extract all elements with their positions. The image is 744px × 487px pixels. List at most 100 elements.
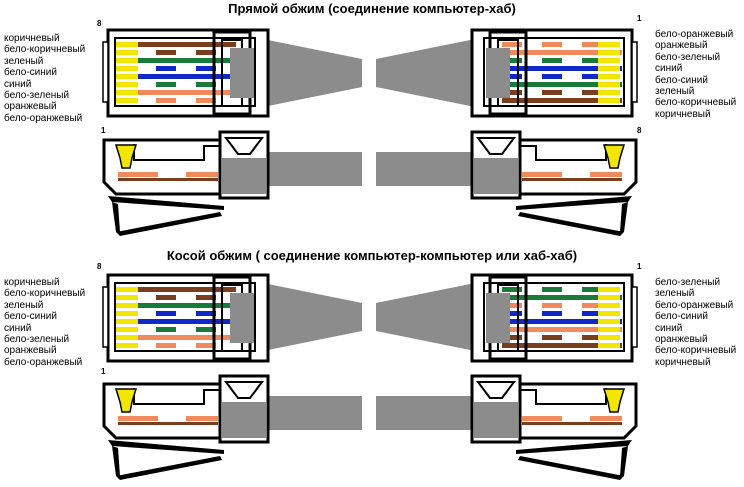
pin-number: 8 <box>97 19 102 28</box>
latch-spring <box>112 202 120 232</box>
side-cable-left <box>262 152 362 186</box>
side-wire-stripe <box>562 416 590 421</box>
wire-label: коричневый <box>4 33 60 44</box>
wire-segment <box>502 343 622 348</box>
wire-white-brown <box>116 50 236 55</box>
wire-white-brown <box>502 335 622 340</box>
wire-stripe <box>156 295 176 300</box>
cable-jacket-right <box>376 282 480 352</box>
pin-number: 8 <box>97 262 102 271</box>
wire-white-orange <box>502 303 622 308</box>
wire-label: бело-синий <box>655 74 708 86</box>
wire-segment <box>502 319 622 324</box>
wire-contact <box>598 303 620 308</box>
wire-contact <box>598 311 620 316</box>
latch-tab <box>631 41 638 103</box>
wire-label: коричневый <box>4 277 60 288</box>
wire-stripe <box>156 50 176 55</box>
wire-white-orange <box>116 343 236 348</box>
wire-contact <box>598 74 620 79</box>
latch-tab <box>631 286 638 348</box>
latch-spring <box>620 202 628 232</box>
latch-spring <box>112 446 120 476</box>
wire-stripe <box>502 74 522 79</box>
wire-white-brown <box>502 90 622 95</box>
wire-label: бело-коричневый <box>4 44 86 56</box>
wire-white-orange <box>116 98 236 103</box>
side-wire-stripe <box>158 416 186 421</box>
wire-label: бело-зеленый <box>655 51 721 63</box>
wire-stripe <box>156 327 176 332</box>
pin-number: 8 <box>637 126 642 135</box>
wire-stripe <box>502 287 522 292</box>
cable-jacket-end <box>230 48 254 98</box>
wire-stripe <box>196 295 216 300</box>
right-connector-top-view <box>470 273 638 363</box>
wire-label: синий <box>655 63 683 75</box>
wire-contact <box>116 319 138 324</box>
wire-orange <box>116 90 236 95</box>
wire-green <box>116 58 236 63</box>
wire-brown <box>502 98 622 103</box>
wire-stripe <box>196 343 216 348</box>
latch-spring <box>620 446 628 476</box>
cable <box>258 282 480 352</box>
wire-contact <box>116 66 138 71</box>
left-connector-side-view <box>102 374 270 480</box>
latch-arm <box>518 212 624 236</box>
wire-stripe <box>582 335 602 340</box>
side-wire-lower <box>522 178 622 181</box>
wire-contact <box>116 82 138 87</box>
latch-tab <box>102 41 109 103</box>
wire-segment <box>116 74 236 79</box>
wire-stripe <box>582 58 602 63</box>
cable-jacket-end <box>486 293 510 343</box>
wire-contact <box>116 327 138 332</box>
wire-label: бело-оранжевый <box>4 112 83 124</box>
wire-label: бело-зеленый <box>655 277 721 288</box>
wire-orange <box>502 50 622 55</box>
wire-contact <box>116 74 138 79</box>
cable-jacket-left <box>258 38 362 108</box>
wire-brown <box>502 343 622 348</box>
wire-orange <box>116 335 236 340</box>
cable-layer <box>258 38 480 430</box>
latch-arm <box>116 456 222 480</box>
wire-contact <box>598 58 620 63</box>
wire-contact <box>116 287 138 292</box>
wire-label: бело-коричневый <box>655 97 737 109</box>
wire-label: синий <box>4 78 32 90</box>
wire-white-blue <box>116 66 236 71</box>
left-connector-side-view <box>102 130 270 236</box>
crimp-cable <box>474 158 518 194</box>
wire-contact <box>598 319 620 324</box>
wire-stripe <box>156 311 176 316</box>
wire-orange <box>502 327 622 332</box>
wire-blue <box>116 319 236 324</box>
wire-segment <box>116 42 236 47</box>
wire-white-blue <box>502 74 622 79</box>
wire-contact <box>116 42 138 47</box>
wire-contact <box>116 335 138 340</box>
side-cable <box>262 396 476 430</box>
wire-segment <box>116 287 236 292</box>
wire-label: бело-синий <box>655 311 708 323</box>
wire-segment <box>116 335 236 340</box>
crimp-wedge <box>476 137 516 155</box>
wire-label: оранжевый <box>655 333 708 345</box>
wire-green <box>502 295 622 300</box>
wire-segment <box>502 50 622 55</box>
wire-label: коричневый <box>655 108 711 120</box>
crimp-wedge <box>224 381 264 399</box>
wire-contact <box>116 343 138 348</box>
wire-stripe <box>156 66 176 71</box>
wire-stripe <box>196 66 216 71</box>
wire-label: бело-синий <box>4 67 57 79</box>
wire-contact <box>598 98 620 103</box>
left-labels-straight: коричневый бело-коричневый зеленый бело-… <box>4 33 85 124</box>
wire-stripe <box>502 42 522 47</box>
latch-lever <box>516 196 632 210</box>
crimp-cable <box>474 402 518 438</box>
wire-contact <box>116 50 138 55</box>
